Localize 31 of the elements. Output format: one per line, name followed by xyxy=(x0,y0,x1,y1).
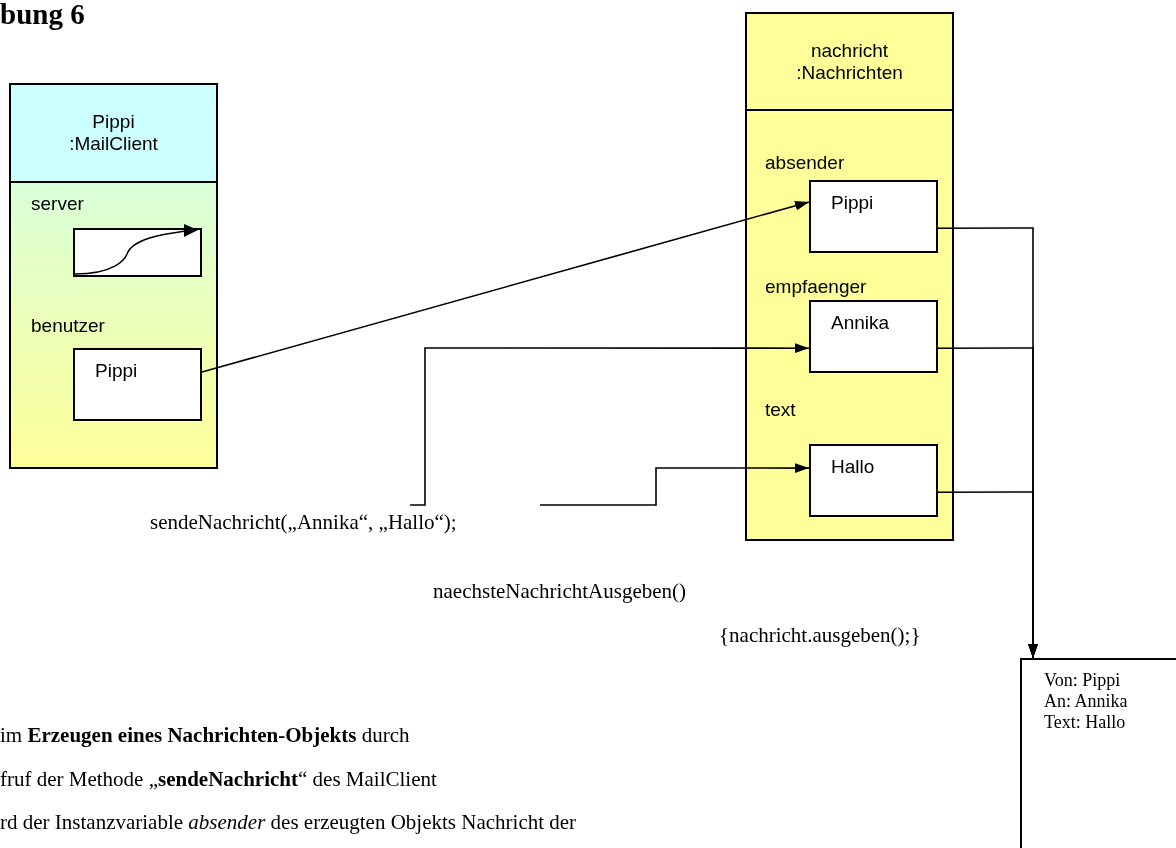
code-text: naechsteNachrichtAusgeben() xyxy=(433,578,687,604)
output-line: Text: Hallo xyxy=(1044,712,1127,733)
method-call: sendeNachricht(„Annika“, „Hallo“); xyxy=(150,505,457,537)
output-line: Von: Pippi xyxy=(1044,670,1122,691)
output-line: An: Annika xyxy=(1044,691,1129,712)
attribute-name: server xyxy=(31,193,84,215)
code-text: {nachricht.ausgeben();} xyxy=(719,622,921,648)
attribute-name: text xyxy=(765,399,796,421)
explanation-text: im Erzeugen eines Nachrichten-Objekts durch xyxy=(0,722,410,748)
value-box xyxy=(809,300,938,373)
value-box xyxy=(809,180,938,253)
attribute-name: absender xyxy=(765,152,845,174)
arrow xyxy=(409,343,810,506)
explanation-text: fruf der Methode „sendeNachricht“ des MailClient xyxy=(0,766,437,792)
title: bung 6 xyxy=(0,0,85,31)
value-text: Pippi xyxy=(831,192,874,214)
arrow xyxy=(937,491,1038,659)
value-text: Annika xyxy=(831,312,890,334)
attribute-name: empfaenger xyxy=(765,276,867,298)
output-box xyxy=(1020,658,1176,848)
value-box xyxy=(809,444,938,517)
value-text: Hallo xyxy=(831,456,875,478)
arrow xyxy=(539,463,810,506)
value-box xyxy=(73,348,202,421)
value-text: Pippi xyxy=(95,360,138,382)
object-box xyxy=(9,83,218,469)
object-name: nachricht :Nachrichten xyxy=(796,39,903,84)
object-box xyxy=(745,12,954,541)
attribute-name: benutzer xyxy=(31,315,105,337)
explanation-text: rd der Instanzvariable absender des erzeugten Objekts Nachricht der xyxy=(0,809,577,835)
object-name: Pippi :MailClient xyxy=(69,111,158,155)
